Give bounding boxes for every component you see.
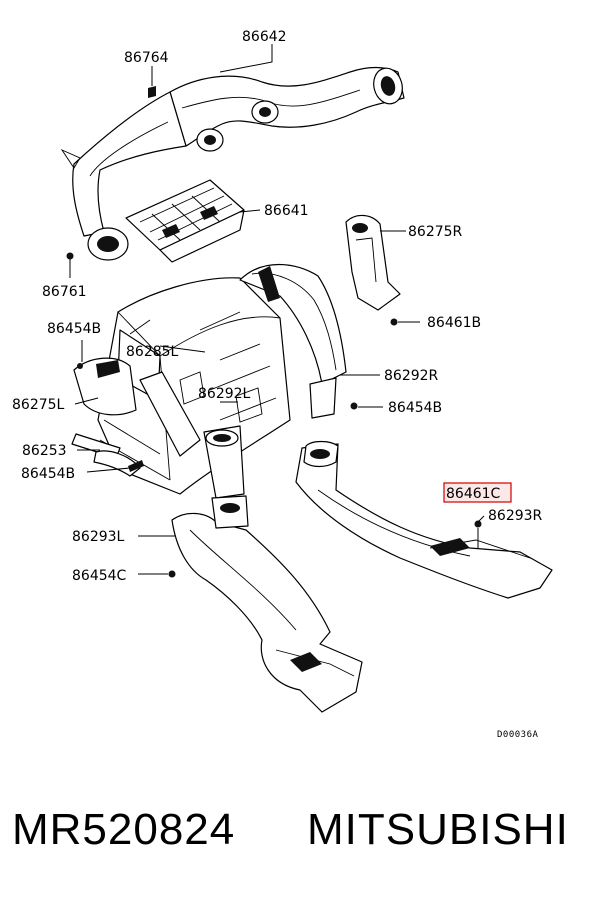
label-86293L: 86293L <box>72 529 125 545</box>
label-86461B: 86461B <box>427 315 481 331</box>
label-86292L: 86292L <box>198 386 251 402</box>
hvac-unit <box>71 277 291 499</box>
duct-86293L <box>171 495 363 713</box>
label-86454B-left: 86454B <box>21 466 75 482</box>
label-86292R: 86292R <box>384 368 439 384</box>
drawing-code: D00036A <box>497 730 539 740</box>
fasteners <box>66 86 482 578</box>
duct-86275R <box>345 214 401 311</box>
label-86761: 86761 <box>42 284 87 300</box>
highlight-box <box>443 482 512 503</box>
brand-name: MITSUBISHI <box>307 805 569 854</box>
duct-86292R <box>239 263 347 419</box>
label-86454B-right: 86454B <box>388 400 442 416</box>
label-86454B-top: 86454B <box>47 321 101 337</box>
label-86285L: 86285L <box>126 344 179 360</box>
leader-lines <box>69 44 485 575</box>
duct-86642 <box>60 66 405 261</box>
box-86641 <box>125 179 245 263</box>
label-86275L: 86275L <box>12 397 65 413</box>
label-86454C: 86454C <box>72 568 127 584</box>
label-86293R: 86293R <box>488 508 543 524</box>
label-86642: 86642 <box>242 29 287 45</box>
footer: MR520824 MITSUBISHI <box>0 805 600 875</box>
label-86461C: 86461C <box>446 486 501 502</box>
label-86641: 86641 <box>264 203 309 219</box>
label-86275R: 86275R <box>408 224 463 240</box>
label-86253: 86253 <box>22 443 67 459</box>
label-86764: 86764 <box>124 50 169 66</box>
part-number: MR520824 <box>12 805 236 854</box>
duct-86293R <box>295 440 553 599</box>
